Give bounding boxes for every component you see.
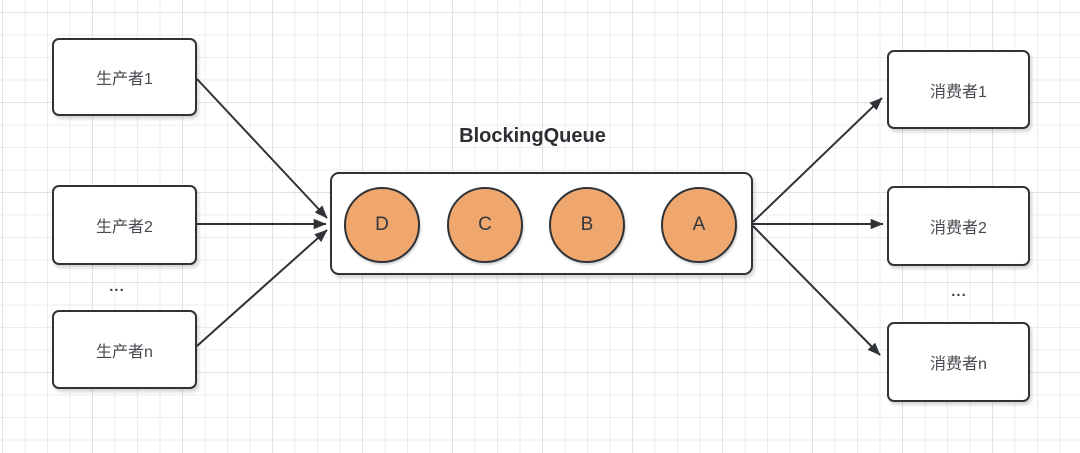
consumer-n-label: 消费者n (930, 356, 987, 373)
queue-element-a: A (661, 187, 737, 263)
queue-element-c: C (447, 187, 523, 263)
consumer-2-label: 消费者2 (930, 220, 987, 237)
producers-ellipsis: ... (109, 278, 125, 295)
arrow-producer1-to-queue (196, 78, 328, 219)
queue-element-d: D (344, 187, 420, 263)
arrow-producern-to-queue (196, 229, 328, 347)
consumer-1-node: 消费者1 (887, 50, 1030, 129)
blocking-queue-container: D C B A (330, 172, 753, 275)
queue-title: BlockingQueue (459, 125, 606, 147)
producer-2-label: 生产者2 (96, 219, 153, 236)
arrow-queue-to-consumern (752, 225, 881, 356)
consumer-1-label: 消费者1 (930, 83, 987, 101)
producer-n-node: 生产者n (52, 310, 197, 389)
arrow-queue-to-consumer1 (752, 97, 883, 223)
consumers-ellipsis: ... (951, 283, 967, 300)
producer-2-node: 生产者2 (52, 185, 197, 265)
producer-1-node: 生产者1 (52, 38, 197, 116)
consumer-2-node: 消费者2 (887, 186, 1030, 266)
producer-n-label: 生产者n (96, 343, 153, 361)
queue-element-b: B (549, 187, 625, 263)
consumer-n-node: 消费者n (887, 322, 1030, 402)
producer-1-label: 生产者1 (96, 71, 153, 88)
